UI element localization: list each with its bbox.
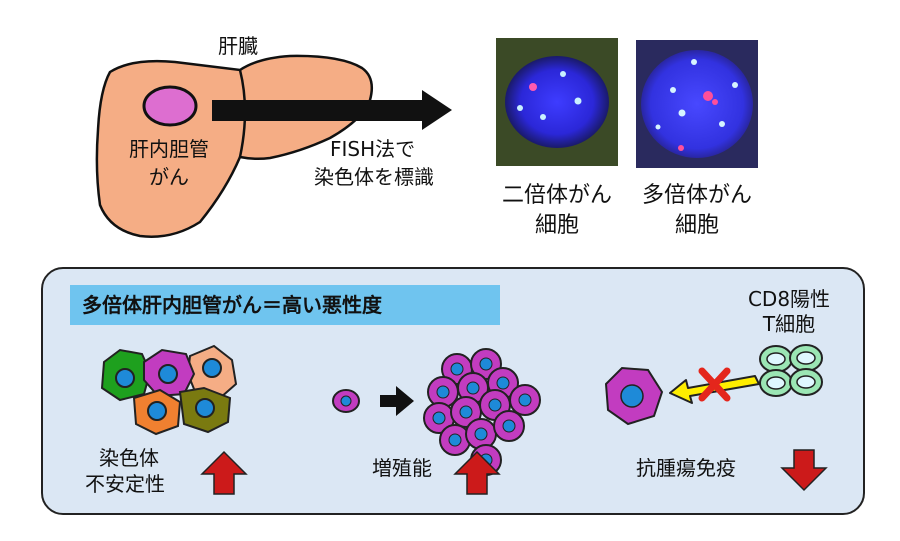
cd8-t-cells [759,344,823,397]
tumor-label-line2: がん [149,165,189,189]
single-small-cell [332,389,360,413]
liver-label: 肝臓 [218,34,258,58]
proliferation-label: 増殖能 [372,456,432,480]
method-line2: 染色体を標識 [314,165,434,189]
proliferation-up-arrow [453,450,501,495]
tcell-label-line1: CD8陽性 [747,287,831,311]
tcell-label-line2: T細胞 [762,312,816,336]
polyploid-fish-image [636,40,758,168]
banner-text: 多倍体肝内胆管がん＝高い悪性度 [82,293,382,317]
diploid-label-line2: 細胞 [534,213,579,238]
polyploid-label-line2: 細胞 [674,213,719,238]
fish-arrow-shaft [212,100,424,121]
proliferation-arrow [380,386,414,416]
diploid-fish-image [496,38,618,166]
fish-arrow-head [422,90,452,130]
immunity-label: 抗腫瘍免疫 [636,456,736,480]
instability-label-line1: 染色体 [99,446,159,470]
tumor-label-line1: 肝内胆管 [129,137,209,161]
banner: 多倍体肝内胆管がん＝高い悪性度 [70,285,500,325]
diploid-label-line1: 二倍体がん [501,183,612,208]
tumor-cell [604,366,664,426]
instability-up-arrow [200,450,248,495]
cd8-t-cell-nuclei [766,351,816,390]
instability-label-line2: 不安定性 [85,472,165,496]
method-line1: FISH法で [330,137,416,161]
immunity-down-arrow [780,449,828,492]
block-x-mark [698,367,731,402]
tumor-shape [142,85,198,127]
polyploid-label-line1: 多倍体がん [641,183,752,208]
unstable-cell-cluster [100,344,238,436]
